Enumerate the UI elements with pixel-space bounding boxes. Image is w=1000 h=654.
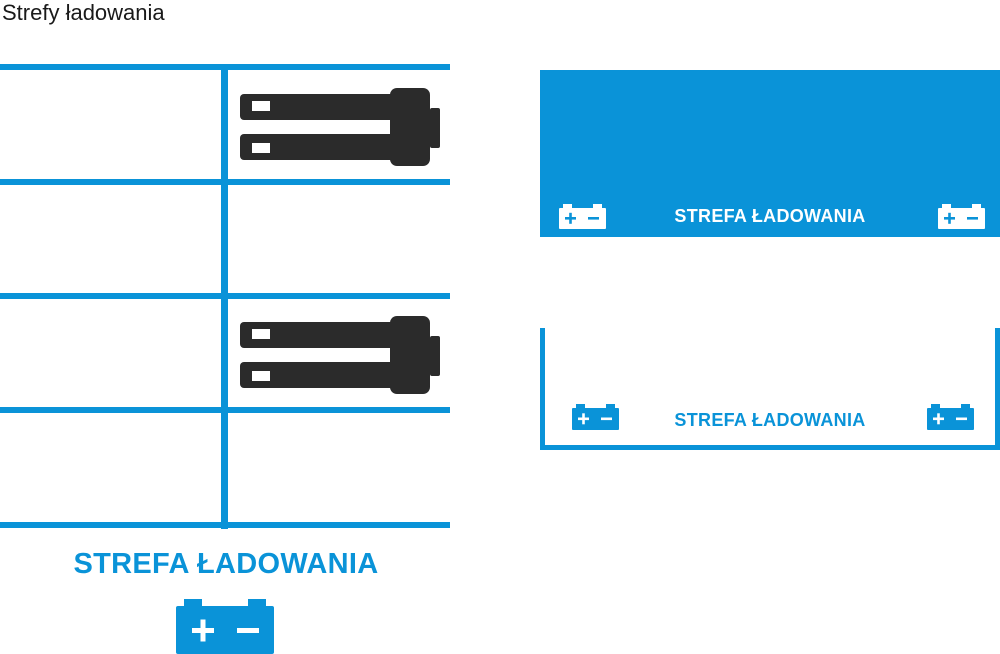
zone-divider-line (221, 64, 228, 529)
forklift-icon (240, 88, 440, 166)
zone-label: STREFA ŁADOWANIA (674, 206, 866, 226)
forklift-icon (240, 316, 440, 394)
charging-zone-border-left (540, 328, 545, 450)
battery-icon (927, 404, 974, 430)
zone-label: STREFA ŁADOWANIA (73, 548, 379, 580)
charging-zone-border-right (995, 328, 1000, 450)
zone-label: STREFA ŁADOWANIA (674, 410, 866, 430)
charging-zone-border-bottom (540, 445, 1000, 450)
charging-zone-panel-filled (540, 70, 1000, 237)
battery-icon (559, 204, 606, 229)
battery-icon (572, 404, 619, 430)
page-title: Strefy ładowania (2, 0, 165, 25)
battery-icon (176, 599, 274, 654)
battery-icon (938, 204, 985, 229)
